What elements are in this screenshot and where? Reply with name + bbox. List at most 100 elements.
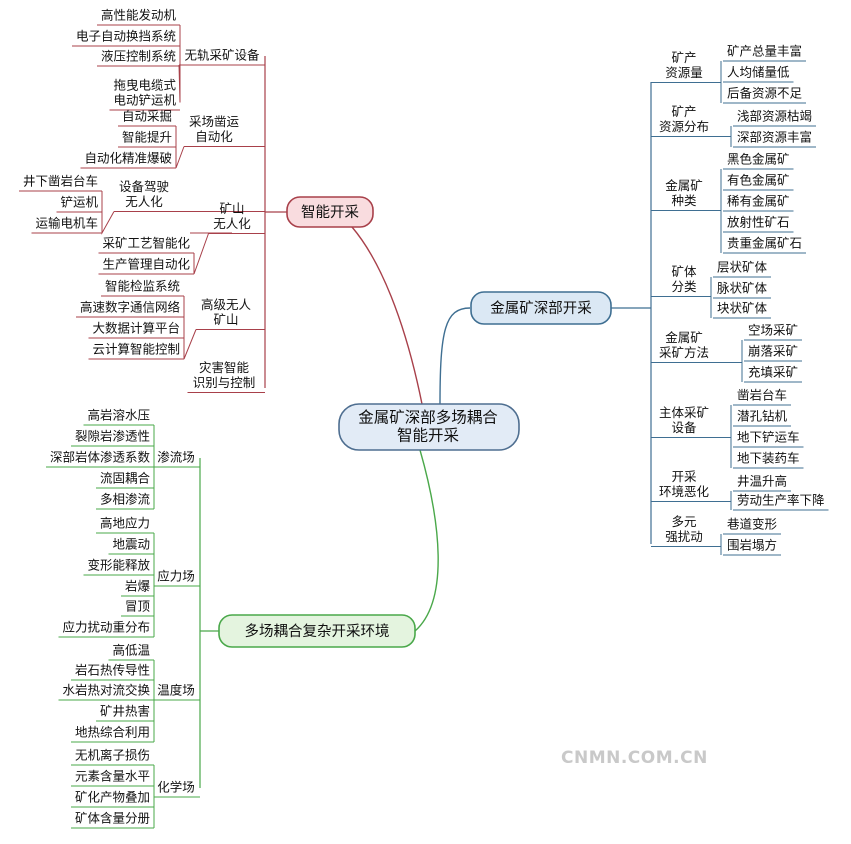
smart-leaf-item: 电子自动换挡系统 xyxy=(76,29,176,44)
deep-leaf-item: 地下装药车 xyxy=(737,451,800,466)
smart-items-bracket xyxy=(193,233,209,275)
deep-category-label: 采矿方法 xyxy=(659,345,709,360)
central-topic-label: 智能开采 xyxy=(397,427,459,445)
multi-leaf-item: 岩石热传导性 xyxy=(75,663,150,678)
multi-leaf-item: 矿体含量分册 xyxy=(75,811,150,826)
smart-category-label: 采场凿运 xyxy=(189,114,240,129)
multi-leaf-item: 地热综合利用 xyxy=(75,725,150,740)
edge-center-multi xyxy=(414,449,439,632)
multi-leaf-item: 高岩溶水压 xyxy=(87,408,150,423)
smart-category-label: 无人化 xyxy=(125,194,163,209)
multi-leaf-item: 矿井热害 xyxy=(100,704,150,719)
deep-leaf-item: 围岩塌方 xyxy=(727,538,777,553)
smart-leaf-item: 大数据计算平台 xyxy=(92,321,180,336)
smart-leaf-item: 拖曳电缆式 xyxy=(113,78,176,93)
multi-leaf-item: 地震动 xyxy=(112,537,150,552)
smart-category-label: 矿山 xyxy=(219,201,244,216)
edge-center-smart xyxy=(351,226,423,405)
branch-smart-mining-box[interactable] xyxy=(286,196,374,228)
deep-category-label: 设备 xyxy=(671,420,697,435)
smart-leaf-item: 智能提升 xyxy=(122,130,172,145)
smart-category-label: 无轨采矿设备 xyxy=(184,48,260,63)
deep-category-label: 开采 xyxy=(671,469,697,484)
multi-leaf-item: 水岩热对流交换 xyxy=(62,683,150,698)
deep-leaf-item: 块状矿体 xyxy=(717,301,768,316)
deep-leaf-item: 井温升高 xyxy=(737,474,787,489)
deep-leaf-item: 崩落采矿 xyxy=(748,344,798,359)
multi-leaf-item: 多相渗流 xyxy=(100,492,151,507)
smart-items-bracket xyxy=(101,191,115,235)
central-topic-label: 金属矿深部多场耦合 xyxy=(358,409,498,427)
deep-leaf-item: 浅部资源枯竭 xyxy=(737,109,812,124)
deep-category-label: 资源量 xyxy=(665,65,703,80)
deep-leaf-item: 巷道变形 xyxy=(727,517,778,532)
smart-category-label: 矿山 xyxy=(213,312,238,327)
smart-category-label: 识别与控制 xyxy=(193,375,256,390)
deep-leaf-item: 矿产总量丰富 xyxy=(727,44,802,59)
multi-leaf-item: 应力扰动重分布 xyxy=(62,620,150,635)
smart-leaf-item: 运输电机车 xyxy=(35,216,98,231)
smart-leaf-item: 自动采掘 xyxy=(122,109,172,124)
deep-category-label: 矿产 xyxy=(671,50,696,65)
deep-leaf-item: 有色金属矿 xyxy=(727,173,790,188)
smart-leaf-item: 生产管理自动化 xyxy=(102,257,190,272)
deep-leaf-item: 后备资源不足 xyxy=(727,86,803,101)
deep-leaf-item: 空场采矿 xyxy=(748,323,798,338)
deep-leaf-item: 凿岩台车 xyxy=(737,388,787,403)
deep-category-label: 环境恶化 xyxy=(659,484,710,499)
multi-leaf-item: 流固耦合 xyxy=(100,471,151,486)
multi-leaf-item: 矿化产物叠加 xyxy=(75,790,150,805)
deep-category-label: 多元 xyxy=(671,514,696,529)
multi-leaf-item: 元素含量水平 xyxy=(75,769,150,784)
edges xyxy=(19,24,829,829)
deep-leaf-item: 充填采矿 xyxy=(748,365,798,380)
deep-leaf-item: 深部资源丰富 xyxy=(737,130,812,145)
nodes: 金属矿深部多场耦合智能开采智能开采金属矿深部开采多场耦合复杂开采环境无轨采矿设备… xyxy=(23,8,825,826)
smart-leaf-item: 井下凿岩台车 xyxy=(23,174,98,189)
smart-category-label: 自动化 xyxy=(195,129,233,144)
deep-category-label: 矿产 xyxy=(671,104,696,119)
multi-leaf-item: 裂隙岩渗透性 xyxy=(75,429,150,444)
deep-leaf-item: 地下铲运车 xyxy=(737,430,800,445)
smart-leaf-item: 云计算智能控制 xyxy=(92,342,180,357)
multi-category-label: 化学场 xyxy=(157,780,195,795)
smart-items-bracket xyxy=(183,296,197,360)
watermark: CNMN.COM.CN xyxy=(561,748,708,768)
deep-category-label: 强扰动 xyxy=(665,529,703,544)
multi-leaf-item: 高地应力 xyxy=(100,516,150,531)
deep-leaf-item: 潜孔钻机 xyxy=(737,409,788,424)
smart-leaf-item: 高速数字通信网络 xyxy=(80,300,181,315)
smart-category-label: 灾害智能 xyxy=(199,360,250,375)
smart-category-label: 高级无人 xyxy=(201,297,252,312)
smart-items-bracket xyxy=(175,126,185,169)
branch-deep-mining-box[interactable] xyxy=(470,291,612,325)
deep-category-label: 金属矿 xyxy=(665,330,703,345)
smart-leaf-item: 电动铲运机 xyxy=(113,93,176,108)
smart-leaf-item: 自动化精准爆破 xyxy=(84,151,172,166)
deep-leaf-item: 稀有金属矿 xyxy=(727,194,790,209)
branch-multi-field-box[interactable] xyxy=(218,614,416,648)
deep-leaf-item: 脉状矿体 xyxy=(717,281,768,296)
deep-leaf-item: 放射性矿石 xyxy=(727,215,790,230)
deep-leaf-item: 劳动生产率下降 xyxy=(737,493,825,508)
deep-category-label: 矿体 xyxy=(671,264,697,279)
deep-category-label: 主体采矿 xyxy=(659,405,709,420)
multi-leaf-item: 变形能释放 xyxy=(87,558,150,573)
smart-category-label: 设备驾驶 xyxy=(119,179,170,194)
deep-category-label: 资源分布 xyxy=(659,119,709,134)
smart-leaf-item: 高性能发动机 xyxy=(101,8,177,23)
deep-category-label: 金属矿 xyxy=(665,178,703,193)
multi-leaf-item: 冒顶 xyxy=(125,599,151,614)
smart-category-label: 无人化 xyxy=(213,216,251,231)
central-topic-box[interactable] xyxy=(338,403,520,451)
branch-multi-field-label: 多场耦合复杂开采环境 xyxy=(245,622,390,640)
multi-leaf-item: 深部岩体渗透系数 xyxy=(50,450,151,465)
multi-category-label: 应力场 xyxy=(157,569,195,584)
multi-category-label: 渗流场 xyxy=(157,450,195,465)
branch-smart-mining-label: 智能开采 xyxy=(301,204,359,221)
smart-leaf-item: 智能检监系统 xyxy=(105,279,180,294)
deep-leaf-item: 贵重金属矿石 xyxy=(727,236,802,251)
edge-center-deep xyxy=(439,307,471,405)
multi-leaf-item: 岩爆 xyxy=(125,579,151,594)
